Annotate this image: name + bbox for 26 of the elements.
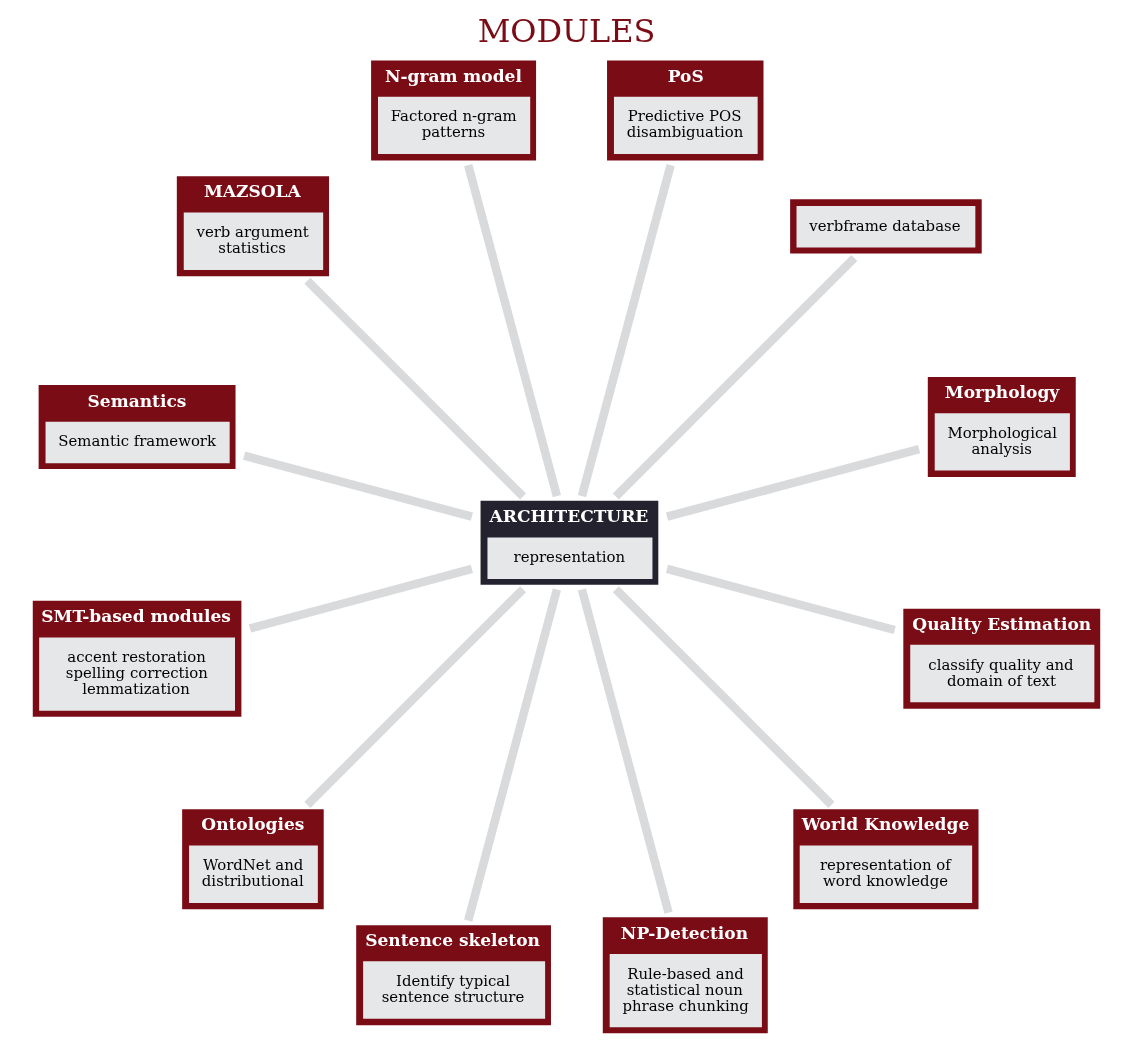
connector (463, 588, 561, 922)
connector (248, 564, 473, 633)
connector (303, 586, 526, 808)
node-box: Morphology Morphological analysis (927, 376, 1076, 477)
connector (577, 163, 675, 498)
node-box: PoS Predictive POS disambiguation (606, 60, 763, 161)
node-box: Ontologies WordNet and distributional (181, 809, 324, 910)
connector (612, 586, 834, 808)
connector (463, 163, 561, 498)
node-box: N-gram model Factored n-gram patterns (370, 60, 536, 161)
node-box: World Knowledge representation of word knowledge (792, 809, 979, 910)
diagram-title: MODULES (477, 12, 655, 51)
node-box: Sentence skeleton Identify typical sentence structure (355, 925, 551, 1026)
connector (612, 254, 857, 500)
node-box: verbframe database (789, 199, 982, 254)
node-box: MAZSOLA verb argument statistics (176, 176, 329, 277)
connector (665, 564, 896, 635)
connector (665, 445, 920, 521)
connector (242, 451, 473, 521)
node-box: NP-Detection Rule-based and statistical noun phrase chunking (602, 917, 768, 1034)
node-box: Semantics Semantic framework (38, 384, 236, 469)
node-box: Quality Estimation classify quality and domain of text (902, 608, 1100, 709)
connector (303, 277, 526, 500)
node-box: SMT-based modules accent restoration spelling correction lemmatization (32, 600, 241, 717)
connector (577, 588, 673, 914)
node-box: ARCHITECTURE representation (480, 500, 658, 585)
